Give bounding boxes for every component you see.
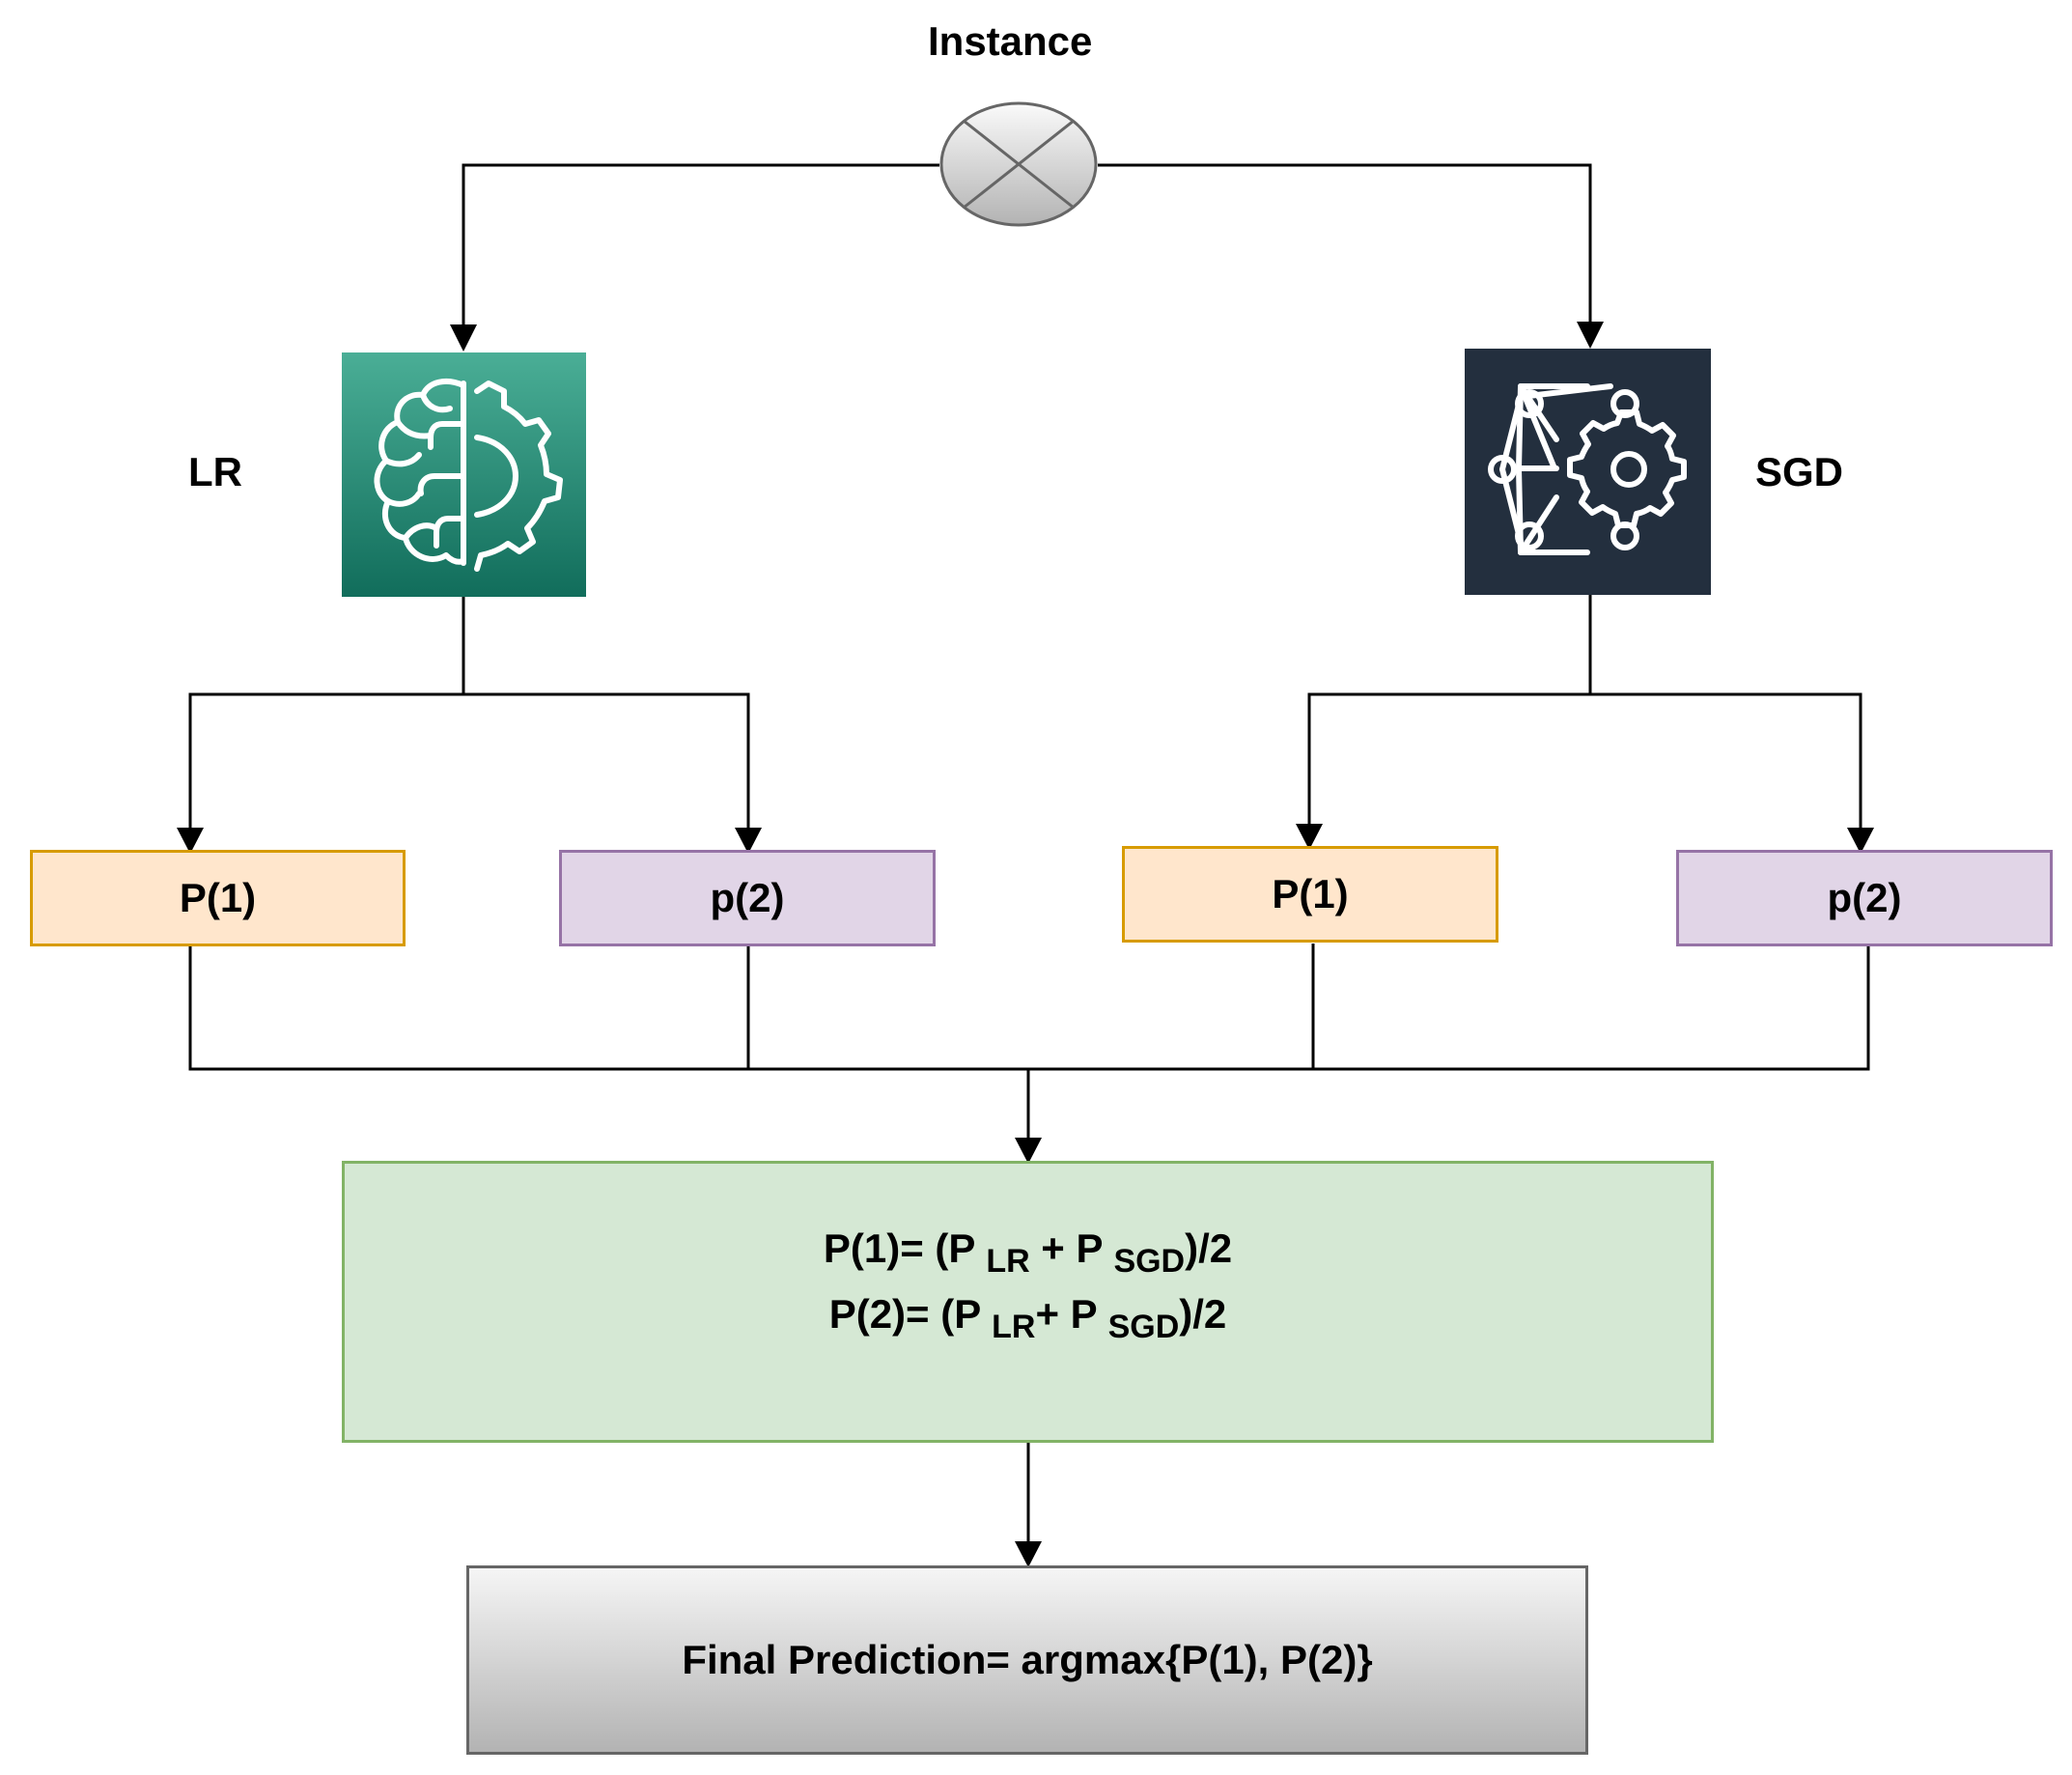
formula-p1: P(1)= (P LR + P SGD)/2 [823,1226,1233,1280]
sgd-label: SGD [1755,449,1844,494]
summing-junction-icon [938,100,1099,228]
formula-p2: P(2)= (P LR+ P SGD)/2 [828,1291,1227,1346]
final-prediction-box: Final Prediction= argmax{P(1), P(2)} [466,1565,1588,1755]
final-prediction-label: Final Prediction= argmax{P(1), P(2)} [682,1637,1373,1682]
lr-p2-box: p(2) [559,850,936,946]
instance-label: Instance [928,18,1093,64]
network-gear-icon [1465,349,1711,595]
sgd-p1-label: P(1) [1272,871,1349,916]
averaging-box: P(1)= (P LR + P SGD)/2 P(2)= (P LR+ P SG… [342,1161,1714,1443]
sgd-p2-box: p(2) [1676,850,2053,946]
lr-p2-label: p(2) [710,875,785,920]
sgd-p1-box: P(1) [1122,846,1498,943]
brain-gear-icon [342,352,586,597]
lr-p1-label: P(1) [179,875,257,920]
lr-label: LR [188,449,242,494]
lr-p1-box: P(1) [30,850,406,946]
sgd-p2-label: p(2) [1827,875,1902,920]
